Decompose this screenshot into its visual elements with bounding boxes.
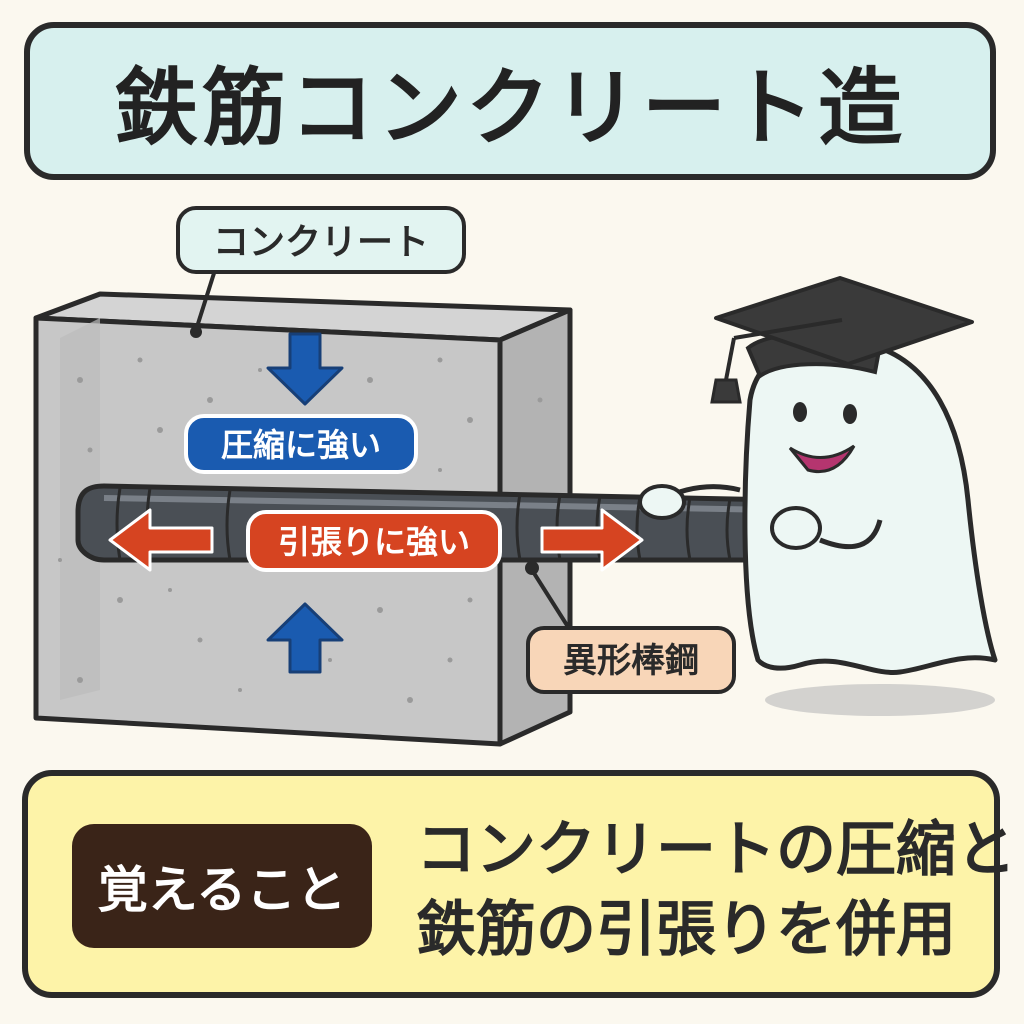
concrete-leader-dot: [190, 326, 202, 338]
arrow-down-icon: [266, 332, 344, 406]
concrete-leader-line: [194, 269, 217, 331]
memo-badge-text: 覚えること: [97, 861, 347, 919]
memo-badge: 覚えること: [72, 824, 372, 948]
rebar-leader-dot: [525, 561, 539, 575]
rebar-label-text: 異形棒鋼: [563, 641, 699, 681]
tension-label-text: 引張りに強い: [278, 523, 470, 561]
concrete-speckles: [58, 357, 548, 703]
tension-label: 引張りに強い: [246, 510, 502, 572]
memo-line-2: 鉄筋の引張りを併用: [416, 895, 956, 965]
title-banner: 鉄筋コンクリート造: [24, 22, 996, 180]
compression-label-text: 圧縮に強い: [221, 426, 381, 464]
concrete-label-text: コンクリート: [213, 222, 429, 263]
compression-label: 圧縮に強い: [184, 414, 418, 474]
arrow-right-icon: [540, 508, 644, 572]
rebar-label: 異形棒鋼: [526, 626, 736, 694]
page-title: 鉄筋コンクリート造: [113, 58, 906, 157]
memo-line-1: コンクリートの圧縮と: [416, 815, 1016, 885]
arrow-left-icon: [108, 508, 214, 572]
rebar-leader-line: [530, 568, 572, 632]
concrete-label: コンクリート: [176, 206, 466, 274]
arrow-up-icon: [266, 602, 344, 674]
memo-box: 覚えること コンクリートの圧縮と 鉄筋の引張りを併用: [22, 770, 1016, 998]
memo-text: コンクリートの圧縮と 鉄筋の引張りを併用: [416, 810, 1016, 970]
graduation-cap-icon: [710, 276, 974, 404]
